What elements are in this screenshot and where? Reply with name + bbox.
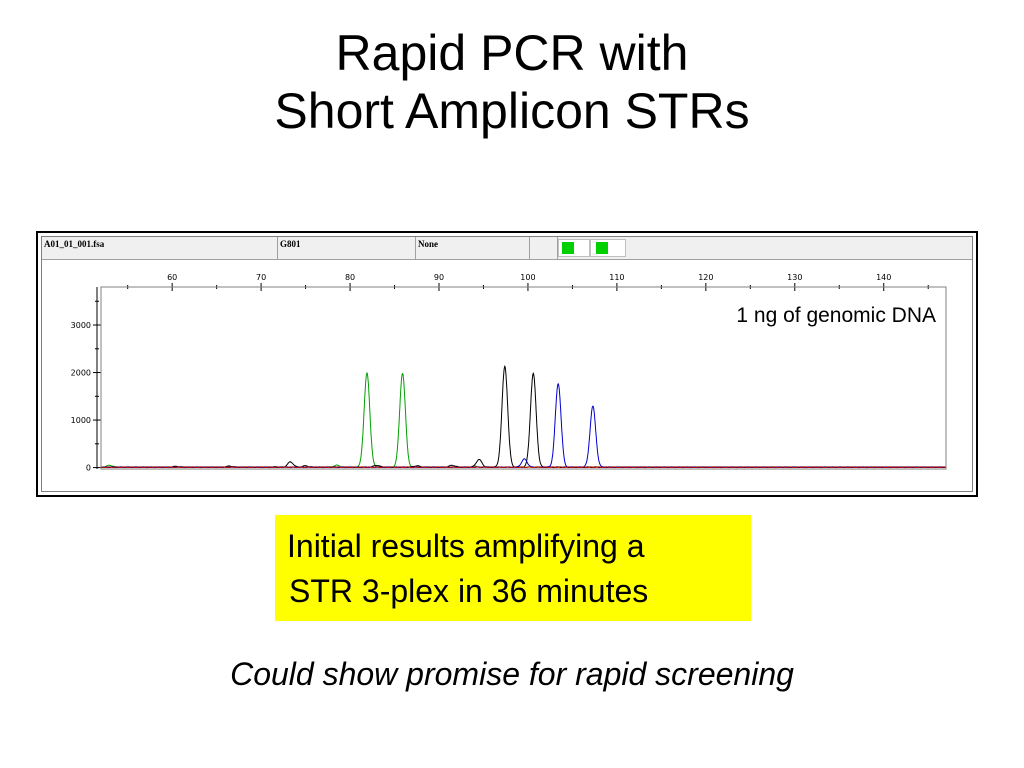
caption-line-1: Initial results amplifying a bbox=[287, 528, 645, 564]
x-tick-label: 130 bbox=[787, 273, 802, 282]
slide-title: Rapid PCR with Short Amplicon STRs bbox=[0, 24, 1024, 140]
panel-header: A01_01_001.fsa G801 None bbox=[42, 237, 972, 260]
y-tick-label: 0 bbox=[86, 464, 91, 473]
x-axis: 60 70 80 90 100 110 120 130 140 bbox=[101, 273, 946, 291]
comment-cell: None bbox=[416, 237, 530, 259]
trace-line-3 bbox=[100, 382, 946, 469]
plot-frame bbox=[100, 286, 947, 470]
dye-indicator-green-1 bbox=[562, 242, 574, 254]
chart-annotation: 1 ng of genomic DNA bbox=[736, 304, 936, 327]
x-tick-label: 120 bbox=[698, 273, 713, 282]
file-name-cell: A01_01_001.fsa bbox=[42, 237, 278, 259]
header-spacer-cell bbox=[530, 237, 558, 259]
trace-line-4 bbox=[101, 466, 947, 468]
electropherogram-panel: A01_01_001.fsa G801 None 60 70 80 90 100 110 1… bbox=[36, 231, 978, 497]
trace-line-2 bbox=[101, 364, 947, 468]
caption-line-2: STR 3-plex in 36 minutes bbox=[289, 573, 649, 609]
x-tick-label: 100 bbox=[520, 273, 535, 282]
y-axis: 0 1000 2000 3000 bbox=[71, 287, 101, 473]
electropherogram-chart: 60 70 80 90 100 110 120 130 140 0 1000 2000 3000 1 … bbox=[71, 273, 947, 473]
title-line-2: Short Amplicon STRs bbox=[274, 83, 750, 139]
result-caption-box: Initial results amplifying a STR 3-plex … bbox=[275, 515, 751, 621]
title-line-1: Rapid PCR with bbox=[335, 25, 689, 81]
y-tick-label: 3000 bbox=[71, 321, 91, 330]
slide-subtitle: Could show promise for rapid screening bbox=[230, 656, 794, 692]
x-tick-label: 140 bbox=[876, 273, 891, 282]
x-tick-label: 90 bbox=[434, 273, 444, 282]
electropherogram-frame: A01_01_001.fsa G801 None 60 70 80 90 100 110 1… bbox=[41, 236, 973, 492]
trace-line-1 bbox=[100, 372, 946, 468]
dye-indicator-green-2 bbox=[596, 242, 608, 254]
y-tick-label: 1000 bbox=[71, 416, 91, 425]
x-tick-label: 110 bbox=[609, 273, 624, 282]
x-tick-label: 60 bbox=[167, 273, 177, 282]
x-tick-label: 80 bbox=[345, 273, 355, 282]
x-tick-label: 70 bbox=[256, 273, 266, 282]
trace-group bbox=[100, 364, 947, 469]
y-tick-label: 2000 bbox=[71, 369, 91, 378]
sample-name-cell: G801 bbox=[278, 237, 416, 259]
